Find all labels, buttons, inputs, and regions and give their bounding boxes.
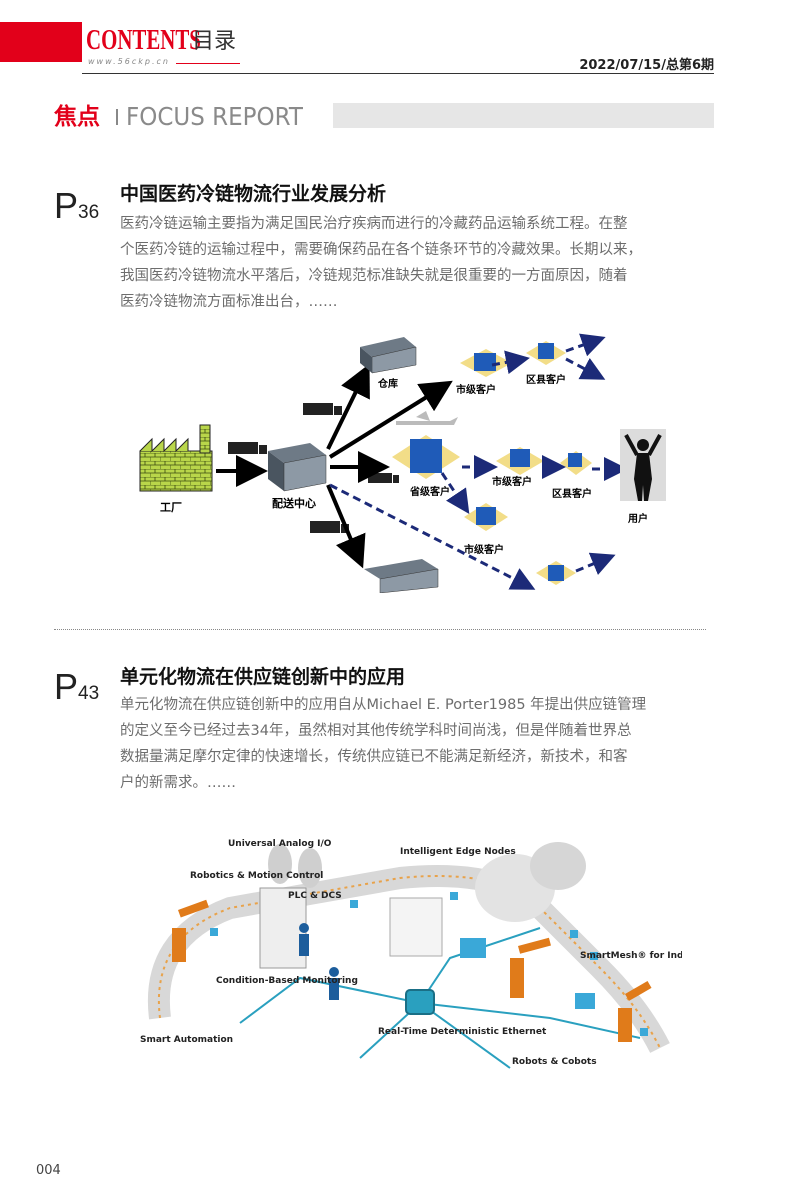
label-robots: Robots & Cobots [512, 1057, 597, 1067]
city-customer-label: 市级客户 [456, 383, 496, 396]
article-page-number: P36 [54, 186, 99, 233]
truck-icon [303, 403, 342, 415]
header-url-underline [176, 63, 240, 64]
province-customer-label: 省级客户 [409, 485, 450, 498]
city-customer-label: 市级客户 [492, 475, 532, 488]
section-gray-band [333, 103, 714, 128]
summary-line: 医药冷链运输主要指为满足国民治疗疾病而进行的冷藏药品运输系统工程。在整 [120, 216, 628, 232]
article-summary: 医药冷链运输主要指为满足国民治疗疾病而进行的冷藏药品运输系统工程。在整 个医药冷… [120, 211, 692, 315]
summary-line: 的定义至今已经过去34年，虽然相对其他传统学科时间尚浅，但是伴随着世界总 [120, 723, 632, 739]
label-plc-dcs: PLC & DCS [288, 891, 342, 901]
article-title[interactable]: 单元化物流在供应链创新中的应用 [120, 666, 406, 688]
user-label: 用户 [627, 512, 648, 525]
summary-line: 单元化物流在供应链创新中的应用自从Michael E. Porter1985 年… [120, 697, 647, 713]
city-customer-icon [464, 503, 508, 531]
label-smartmesh: SmartMesh® for Industrial [580, 951, 682, 961]
label-smart-automation: Smart Automation [140, 1035, 233, 1045]
header-red-block [0, 22, 82, 62]
county-customer-icon [560, 451, 592, 475]
cold-chain-diagram: 工厂 配送中心 仓库 市级客户 区县客户 [139, 333, 666, 593]
summary-line: 医药冷链物流方面标准出台，…… [120, 294, 338, 310]
label-intelligent-edge: Intelligent Edge Nodes [400, 847, 516, 857]
label-universal-analog: Universal Analog I/O [228, 839, 332, 849]
page-no: 43 [78, 683, 100, 704]
user-photo [620, 429, 666, 501]
summary-line: 我国医药冷链物流水平落后，冷链规范标准缺失就是很重要的一方面原因，随着 [120, 268, 628, 284]
header-mulu-title: 目录 [192, 29, 237, 54]
label-robotics-motion: Robotics & Motion Control [190, 871, 323, 881]
summary-line: 户的新需求。…… [120, 775, 236, 791]
airplane-icon [396, 411, 458, 425]
city-customer-label: 市级客户 [464, 543, 504, 556]
section-title-en: FOCUS REPORT [126, 102, 303, 131]
city-customer-icon [460, 349, 512, 377]
distribution-center-icon [268, 443, 327, 492]
warehouse-icon [360, 337, 417, 374]
warehouse-icon [364, 559, 439, 593]
router-icon [405, 989, 435, 1015]
county-customer-icon [536, 561, 576, 585]
province-customer-icon [392, 435, 460, 479]
section-title-zh: 焦点 [54, 104, 100, 130]
truck-icon [368, 473, 399, 483]
truck-icon [228, 442, 267, 454]
factory-icon [139, 424, 213, 492]
page-letter: P [54, 666, 79, 707]
header-date-issue: 2022/07/15/总第6期 [579, 58, 714, 73]
county-customer-icon [526, 341, 566, 365]
factory-label: 工厂 [160, 501, 182, 514]
summary-line: 数据量满足摩尔定律的快速增长，传统供应链已不能满足新经济，新技术，和客 [120, 749, 628, 765]
header-url: www.56ckp.cn [88, 57, 170, 66]
article-title[interactable]: 中国医药冷链物流行业发展分析 [120, 183, 387, 205]
label-realtime-ethernet: Real-Time Deterministic Ethernet [378, 1027, 547, 1037]
page-no: 36 [78, 202, 100, 223]
article-summary: 单元化物流在供应链创新中的应用自从Michael E. Porter1985 年… [120, 692, 692, 796]
summary-line: 个医药冷链的运输过程中，需要确保药品在各个链条环节的冷藏效果。长期以来， [120, 242, 642, 258]
article-page-number: P43 [54, 667, 99, 714]
label-condition-based: Condition-Based Monitoring [216, 976, 358, 986]
page-number: 004 [36, 1163, 61, 1178]
industrial-iot-illustration: Universal Analog I/O Intelligent Edge No… [120, 818, 682, 1074]
county-customer-label: 区县客户 [526, 373, 566, 386]
section-divider-bar [116, 109, 118, 125]
warehouse-label: 仓库 [377, 377, 398, 390]
article-separator [54, 629, 706, 630]
page-letter: P [54, 185, 79, 226]
dc-label: 配送中心 [272, 496, 316, 510]
county-customer-label: 区县客户 [552, 487, 592, 500]
header-rule [82, 73, 714, 74]
city-customer-icon [496, 447, 544, 475]
header-contents-title: CONTENTS [86, 24, 201, 56]
